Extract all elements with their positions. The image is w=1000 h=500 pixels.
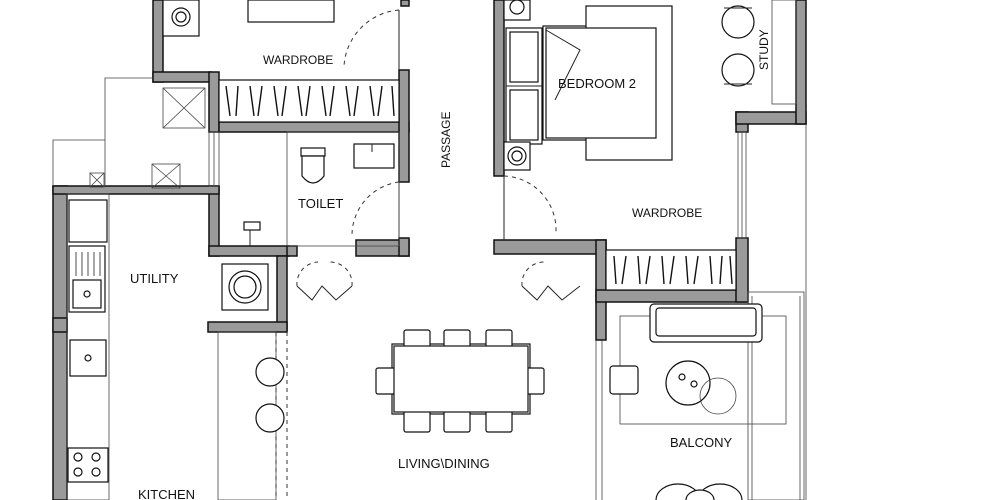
wall-segment (398, 237, 410, 257)
bed-mattress (545, 27, 657, 139)
decor-icon (678, 373, 686, 381)
dining-table-top (393, 345, 529, 413)
wall-segment (493, 239, 607, 255)
study-chair-icon (721, 5, 755, 39)
shaft-outline (52, 139, 105, 186)
bed-top (247, 0, 335, 23)
door-swing (521, 261, 545, 287)
kitchen-counter (66, 193, 110, 500)
shower-head-icon (243, 221, 261, 231)
wall-segment (276, 255, 288, 331)
door-swing (351, 181, 400, 237)
lamp-icon (511, 150, 523, 162)
room-label-kitchen: KITCHEN (138, 487, 195, 500)
washer-drum-icon (233, 275, 257, 299)
duct (89, 172, 105, 188)
room-label-bedroom2: BEDROOM 2 (558, 76, 636, 91)
drawer (509, 31, 539, 83)
wall-segment (152, 0, 164, 83)
wall-segment (208, 245, 290, 257)
room-label-toilet: TOILET (298, 196, 343, 211)
room-labels: WARDROBE BEDROOM 2 STUDY PASSAGE TOILET … (130, 29, 771, 500)
drain-icon (83, 290, 91, 298)
study-chair-icon (721, 53, 755, 87)
door-swing (503, 175, 557, 233)
study-desk (771, 0, 797, 105)
door-swing (329, 261, 353, 287)
room-label-passage: PASSAGE (439, 112, 453, 168)
wall-segment (218, 121, 410, 133)
duct-cross (162, 87, 206, 129)
room-label-study: STUDY (757, 29, 771, 70)
wall-segment (152, 71, 212, 83)
lamp-icon (509, 0, 525, 15)
shaft-outline (104, 77, 153, 186)
wall-segment (286, 245, 298, 257)
wall-segment (493, 0, 505, 177)
sink-bowl (72, 279, 102, 309)
wardrobe-right (605, 249, 737, 291)
balcony-railing (747, 291, 805, 500)
coffee-table (665, 360, 711, 406)
wall-segment (595, 289, 747, 303)
room-label-living-dining: LIVING\DINING (398, 456, 490, 471)
doors (296, 9, 581, 301)
wall-segment (398, 69, 410, 183)
wall-segment (795, 0, 807, 125)
drain-icon (84, 354, 92, 362)
bed-sheet-fold (545, 29, 581, 101)
bifold-door (296, 285, 353, 301)
room-label-wardrobe-top: WARDROBE (263, 53, 333, 67)
basin (353, 143, 395, 169)
hangers (225, 85, 395, 117)
wc-bowl-icon (301, 155, 325, 184)
wc-cistern (300, 147, 326, 157)
toilet-counter (286, 131, 400, 247)
door-swing (343, 9, 400, 67)
lamp-icon (175, 11, 187, 23)
wall-segment (208, 71, 220, 133)
wall-segment (735, 237, 749, 303)
wall-segment (207, 321, 288, 333)
side-table (699, 377, 737, 415)
room-label-balcony: BALCONY (670, 435, 732, 450)
drainboard-icon (75, 252, 101, 276)
duct-cross (89, 172, 105, 188)
hangers (613, 255, 733, 285)
cooktop (67, 447, 109, 483)
sofa-seat (655, 307, 757, 337)
door-swing (296, 261, 319, 287)
duct (162, 87, 206, 129)
burner-icon (73, 452, 101, 477)
wardrobe-top (218, 79, 400, 123)
duct (151, 163, 181, 189)
stool-icon (255, 403, 285, 433)
bifold-door (521, 285, 581, 301)
drawer (509, 89, 539, 141)
outlines (52, 77, 807, 500)
wall-segment (52, 185, 68, 500)
room-label-utility: UTILITY (130, 271, 179, 286)
room-label-wardrobe-right: WARDROBE (632, 206, 702, 220)
wall-segment (400, 0, 410, 7)
armchair-icon (609, 365, 639, 395)
decor-icon (690, 380, 698, 388)
wall-segment (52, 185, 220, 195)
appliance-box (68, 199, 108, 243)
duct-cross (151, 163, 181, 189)
lounger-icon (685, 489, 715, 500)
stool-icon (255, 357, 285, 387)
wall-segment (52, 317, 68, 333)
fixtures (67, 0, 797, 500)
